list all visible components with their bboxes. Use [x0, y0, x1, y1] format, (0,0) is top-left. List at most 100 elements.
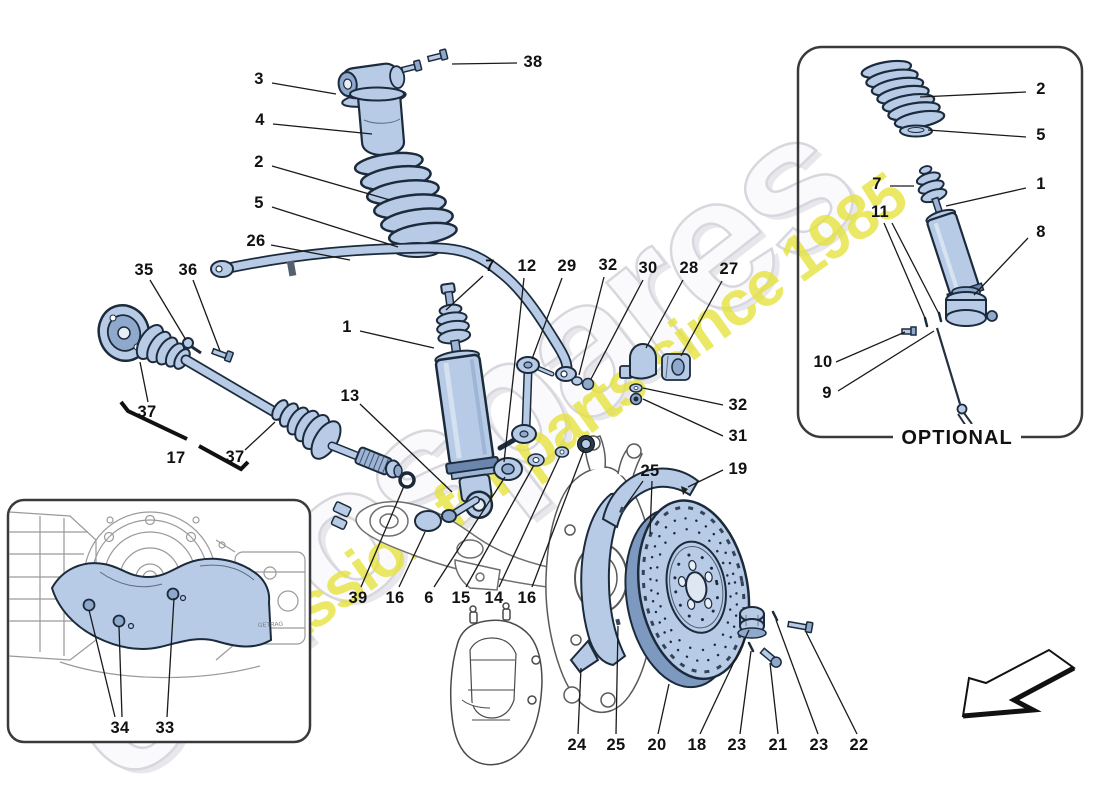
callout-7[interactable]: 7 [485, 256, 495, 275]
leader-line [578, 276, 605, 376]
callout-17[interactable]: 17 [166, 448, 186, 467]
leader-line [577, 667, 582, 735]
callout-38[interactable]: 38 [523, 52, 543, 71]
callout-11[interactable]: 11 [870, 202, 890, 221]
cotter-pins [747, 610, 779, 653]
callout-18[interactable]: 18 [687, 735, 707, 754]
anti-roll-bar [210, 242, 595, 391]
callout-23[interactable]: 23 [727, 735, 747, 754]
callout-33[interactable]: 33 [155, 718, 175, 737]
callout-4[interactable]: 4 [255, 110, 265, 129]
shaft-bracket-mark [119, 400, 250, 472]
callout-22[interactable]: 22 [849, 735, 869, 754]
callout-25[interactable]: 25 [640, 461, 660, 480]
clamp-bolt [210, 347, 234, 363]
callout-10[interactable]: 10 [813, 352, 833, 371]
leader-line [149, 279, 187, 341]
callout-12[interactable]: 12 [517, 256, 537, 275]
callout-3[interactable]: 3 [254, 69, 264, 88]
leader-line [739, 650, 752, 735]
callout-30[interactable]: 30 [638, 258, 658, 277]
callout-36[interactable]: 36 [178, 260, 198, 279]
callout-35[interactable]: 35 [134, 260, 154, 279]
mount-bolts [400, 48, 449, 74]
callout-39[interactable]: 39 [348, 588, 368, 607]
callout-24[interactable]: 24 [567, 735, 587, 754]
leader-line [272, 123, 373, 135]
callout-1[interactable]: 1 [1036, 174, 1046, 193]
callout-31[interactable]: 31 [728, 426, 748, 445]
callout-6[interactable]: 6 [424, 588, 434, 607]
optional-shock-box: OPTIONAL [796, 45, 1084, 450]
disc-retaining-bolt [759, 647, 782, 668]
callout-7[interactable]: 7 [872, 174, 882, 193]
leader-line [919, 91, 1027, 98]
leader-line [166, 597, 175, 718]
leader-line [837, 330, 935, 392]
gearbox-brand-label: GETRAG [258, 622, 284, 629]
callout-23[interactable]: 23 [809, 735, 829, 754]
leader-line [973, 237, 1029, 296]
gearbox-inset-box: GETRAG [6, 498, 312, 744]
callout-2[interactable]: 2 [254, 152, 264, 171]
leader-line [271, 82, 337, 95]
brake-caliper [449, 602, 543, 766]
arm-spacers [330, 501, 352, 530]
callout-27[interactable]: 27 [719, 259, 739, 278]
leader-line [433, 476, 506, 588]
callout-26[interactable]: 26 [246, 231, 266, 250]
callout-32[interactable]: 32 [728, 395, 748, 414]
leader-line [775, 619, 819, 735]
leader-line [465, 464, 535, 588]
leader-line [883, 222, 926, 319]
leader-line [270, 244, 351, 261]
callout-16[interactable]: 16 [385, 588, 405, 607]
callout-37[interactable]: 37 [137, 402, 157, 421]
callout-21[interactable]: 21 [768, 735, 788, 754]
callout-9[interactable]: 9 [822, 383, 832, 402]
callout-19[interactable]: 19 [728, 459, 748, 478]
shield-clip [681, 486, 688, 495]
callout-15[interactable]: 15 [451, 588, 471, 607]
optional-label-gap [893, 424, 1021, 450]
callout-5[interactable]: 5 [254, 193, 264, 212]
drive-shaft [97, 304, 416, 489]
callout-2[interactable]: 2 [1036, 79, 1046, 98]
optional-fasteners [901, 311, 943, 336]
direction-arrow [961, 648, 1076, 719]
optional-lower-bushing [945, 286, 998, 327]
leader-line [271, 206, 399, 248]
shock-absorber [434, 282, 500, 520]
leader-line [445, 275, 484, 311]
callout-16[interactable]: 16 [517, 588, 537, 607]
leader-line [649, 480, 653, 535]
leader-line [451, 62, 518, 65]
dust-cover [349, 86, 406, 157]
callout-28[interactable]: 28 [679, 258, 699, 277]
callout-25[interactable]: 25 [606, 735, 626, 754]
leader-line [769, 662, 779, 735]
leader-line [192, 279, 221, 352]
optional-box-label: OPTIONAL [901, 427, 1012, 449]
callout-37[interactable]: 37 [225, 447, 245, 466]
leader-line [88, 609, 116, 718]
leader-line [927, 129, 1027, 138]
callout-34[interactable]: 34 [110, 718, 130, 737]
hub-nut [737, 606, 767, 639]
callout-32[interactable]: 32 [598, 255, 618, 274]
callout-20[interactable]: 20 [647, 735, 667, 754]
callout-1[interactable]: 1 [342, 317, 352, 336]
callout-5[interactable]: 5 [1036, 125, 1046, 144]
callout-29[interactable]: 29 [557, 256, 577, 275]
shock-eye-bolt [441, 496, 480, 523]
callout-13[interactable]: 13 [340, 386, 360, 405]
callout-14[interactable]: 14 [484, 588, 504, 607]
callout-8[interactable]: 8 [1036, 222, 1046, 241]
leader-line [805, 631, 858, 735]
drop-link [497, 356, 555, 451]
leader-line [498, 455, 561, 588]
leader-line [642, 398, 724, 437]
coil-spring [353, 151, 458, 247]
leader-line [590, 279, 644, 380]
